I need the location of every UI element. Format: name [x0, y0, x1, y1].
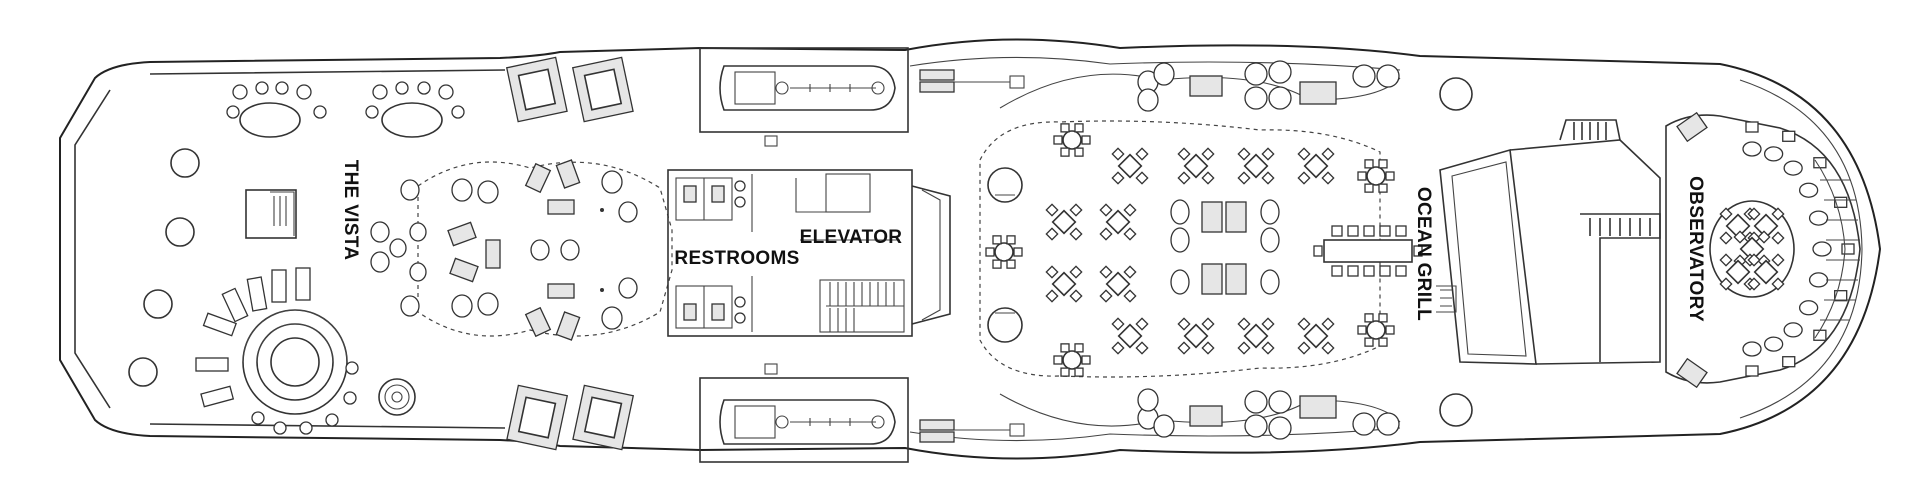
- restrooms-label: RESTROOMS: [674, 248, 799, 269]
- square-table-with-chairs: [1297, 317, 1335, 355]
- observatory-chair: [1808, 210, 1829, 226]
- observatory-chair: [1813, 157, 1827, 169]
- round-table-with-chairs: [1357, 159, 1395, 193]
- spiral-pool: [242, 309, 348, 415]
- square-table-with-chairs: [1111, 317, 1149, 355]
- observatory-chair: [1742, 341, 1762, 357]
- observatory-chair: [1808, 272, 1829, 288]
- round-table-with-chairs: [1357, 313, 1395, 347]
- observatory-seating: [1742, 121, 1855, 377]
- the-vista-label: THE VISTA: [340, 160, 361, 261]
- square-table-with-chairs: [1237, 317, 1275, 355]
- ocean-grill-area: OCEAN GRILL: [979, 120, 1434, 378]
- umbrella-table: [987, 307, 1023, 343]
- round-table: [128, 357, 158, 387]
- tender-boat-bottom: [699, 363, 909, 463]
- stairs-aft: [245, 189, 297, 239]
- square-table-with-chairs: [1045, 265, 1083, 303]
- observatory-tables: [1719, 207, 1785, 291]
- stairs-core: [819, 279, 905, 333]
- observatory-chair: [1834, 290, 1848, 302]
- bow-deck-lines: [1814, 159, 1860, 339]
- square-table-with-chairs: [1099, 265, 1137, 303]
- long-table: [1313, 225, 1423, 277]
- square-table-with-chairs: [1177, 317, 1215, 355]
- tender-boat-top: [699, 47, 909, 147]
- observatory-chair: [1798, 182, 1819, 198]
- observatory-chair: [1798, 300, 1819, 316]
- lounge-seating: [370, 159, 673, 341]
- side-lounge-top: [999, 60, 1473, 112]
- square-table-with-chairs: [1747, 207, 1785, 245]
- observatory-chair: [1782, 130, 1796, 142]
- elevator-label: ELEVATOR: [800, 227, 903, 248]
- davit-top: [919, 69, 1025, 93]
- hot-tub-2: [365, 81, 465, 138]
- observatory-label: OBSERVATORY: [1685, 176, 1706, 322]
- observatory-chair: [1813, 329, 1827, 341]
- observatory-area: OBSERVATORY: [1665, 111, 1861, 389]
- observatory-chair: [1763, 146, 1784, 162]
- cube-chairs-bottom: [506, 384, 635, 451]
- observatory-chair: [1841, 243, 1855, 255]
- round-dining-tables: [985, 123, 1395, 377]
- square-table-with-chairs: [1099, 203, 1137, 241]
- round-table-with-chairs: [985, 235, 1023, 269]
- square-dining-tables: [1045, 147, 1335, 355]
- ocean-grill-label: OCEAN GRILL: [1413, 187, 1434, 321]
- observatory-chair: [1783, 322, 1803, 338]
- observatory-chair: [1745, 365, 1759, 377]
- cube-chairs-top: [505, 56, 634, 123]
- observatory-chair: [1742, 141, 1762, 157]
- umbrella-table: [987, 167, 1023, 203]
- hot-tub-1: [226, 81, 327, 138]
- square-table-with-chairs: [1045, 203, 1083, 241]
- square-table-with-chairs: [1297, 147, 1335, 185]
- observatory-chair: [1745, 121, 1759, 133]
- davit-bottom: [919, 419, 1025, 443]
- observatory-chair: [1812, 241, 1832, 257]
- square-table-with-chairs: [1111, 147, 1149, 185]
- banquette-seating: [1170, 199, 1280, 295]
- square-table-with-chairs: [1177, 147, 1215, 185]
- side-lounge-bottom: [999, 388, 1473, 440]
- observatory-chair: [1782, 356, 1796, 368]
- round-table: [143, 289, 173, 319]
- round-table: [165, 217, 195, 247]
- observatory-chair: [1763, 336, 1784, 352]
- square-table-with-chairs: [1237, 147, 1275, 185]
- round-table-with-chairs: [1053, 343, 1091, 377]
- round-table-with-chairs: [1053, 123, 1091, 157]
- loungers: [195, 267, 359, 435]
- rosette-emblem: [378, 378, 416, 416]
- square-table-with-chairs: [1747, 253, 1785, 291]
- core-block: RESTROOMS ELEVATOR: [667, 169, 951, 337]
- hull-outline: [59, 38, 1882, 460]
- observatory-chair: [1834, 196, 1848, 208]
- the-vista-area: THE VISTA: [128, 81, 465, 435]
- bar-structure: [1436, 119, 1661, 365]
- observatory-chair: [1783, 160, 1803, 176]
- round-table: [170, 148, 200, 178]
